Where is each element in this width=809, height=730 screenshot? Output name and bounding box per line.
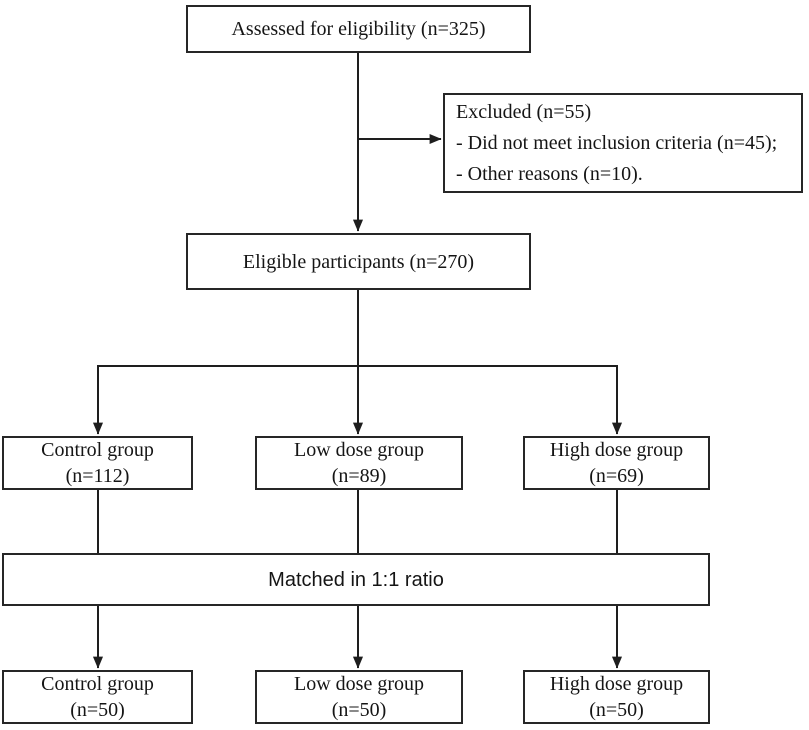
flow-box-high-dose-group-2-line1: High dose group [549,673,684,695]
flow-box-excluded-line3: - Other reasons (n=10). [456,162,643,185]
flow-box-control-group-2: Control group (n=50) [2,670,193,724]
flow-box-matched: Matched in 1:1 ratio [2,553,710,606]
flow-box-excluded-line1: Excluded (n=55) [456,100,592,123]
flow-box-control-group-1: Control group (n=112) [2,436,193,490]
flow-box-control-group-1-line1: Control group [41,439,154,461]
flow-box-excluded: Excluded (n=55) - Did not meet inclusion… [443,93,803,193]
flow-box-low-dose-group-1-line1: Low dose group [294,439,424,461]
flow-box-excluded-line2: - Did not meet inclusion criteria (n=45)… [456,131,778,154]
flow-box-high-dose-group-1-line2: (n=69) [589,465,644,487]
flow-box-assessed: Assessed for eligibility (n=325) [186,5,531,53]
flow-box-high-dose-group-2: High dose group (n=50) [523,670,710,724]
flow-box-control-group-2-line2: (n=50) [70,699,125,721]
flow-box-matched-label: Matched in 1:1 ratio [268,568,444,591]
flow-box-high-dose-group-2-line2: (n=50) [589,699,644,721]
flow-box-eligible: Eligible participants (n=270) [186,233,531,290]
flow-box-low-dose-group-2-line2: (n=50) [331,699,387,721]
flow-box-low-dose-group-2-line1: Low dose group [294,673,424,695]
flow-box-high-dose-group-1: High dose group (n=69) [523,436,710,490]
flow-box-assessed-label: Assessed for eligibility (n=325) [231,18,486,40]
flow-box-eligible-label: Eligible participants (n=270) [242,250,475,273]
flow-box-low-dose-group-1: Low dose group (n=89) [255,436,463,490]
flow-box-high-dose-group-1-line1: High dose group [549,439,684,461]
flow-box-control-group-2-line1: Control group [41,673,154,695]
flow-box-low-dose-group-2: Low dose group (n=50) [255,670,463,724]
flow-box-low-dose-group-1-line2: (n=89) [331,465,387,487]
flow-box-control-group-1-line2: (n=112) [65,465,130,487]
